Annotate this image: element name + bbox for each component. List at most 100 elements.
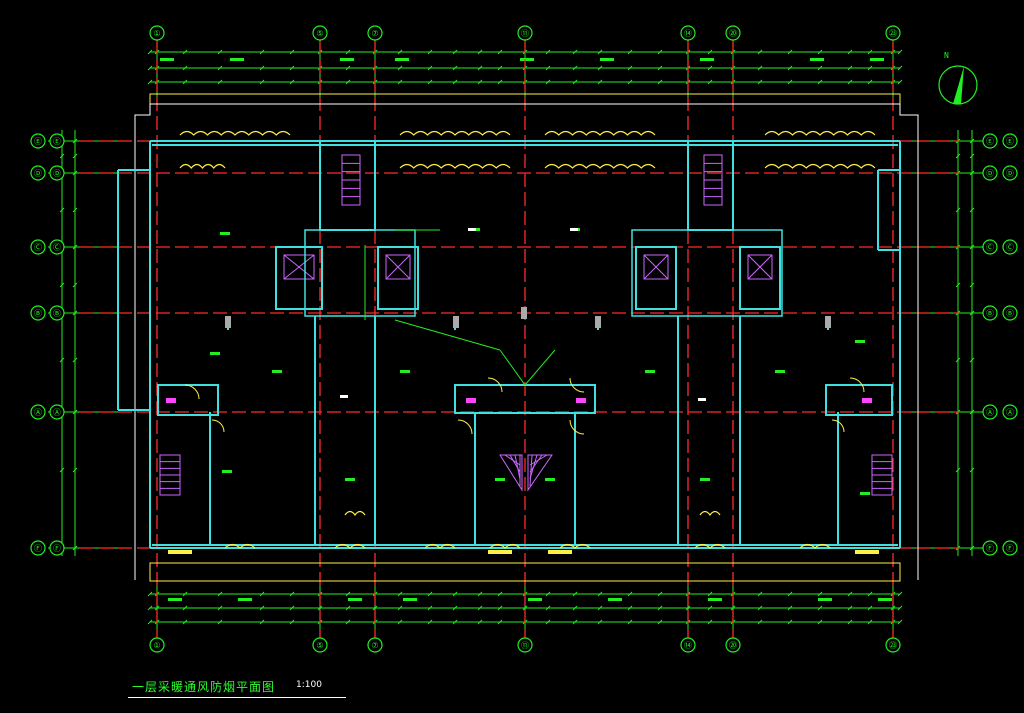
dimension-tick — [217, 49, 223, 55]
dimension-tick — [427, 591, 433, 597]
stair-core — [319, 140, 376, 231]
dimension-text-mark — [168, 598, 182, 601]
dimension-tick — [787, 605, 793, 611]
dimension-tick — [217, 591, 223, 597]
dimension-tick — [289, 591, 295, 597]
axis-bubble — [982, 305, 998, 321]
dimension-tick — [345, 591, 351, 597]
axis-bubble — [367, 25, 383, 41]
dimension-tick — [955, 207, 961, 213]
axis-bubble-label: Ⓑ — [34, 309, 42, 318]
door-swing — [487, 377, 503, 393]
radiator-marker — [168, 550, 192, 554]
dimension-tick — [572, 79, 578, 85]
dimension-tick — [627, 619, 633, 625]
dimension-text-mark — [403, 598, 417, 601]
dimension-text-mark — [340, 58, 354, 61]
radiator-icon — [334, 543, 366, 549]
dimension-tick — [897, 619, 903, 625]
dimension-tick — [477, 79, 483, 85]
dimension-tick — [627, 65, 633, 71]
elevator-cross — [283, 254, 315, 280]
axis-bubble-label: Ⓒ — [53, 243, 61, 252]
dimension-tick — [597, 605, 603, 611]
stair-tread — [514, 454, 521, 480]
dimension-tick — [545, 619, 551, 625]
dimension-text-mark — [708, 598, 722, 601]
room-label-mark — [210, 352, 220, 355]
axis-bubble-label: Ⓕ — [1006, 544, 1014, 553]
dimension-tick — [627, 605, 633, 611]
radiator-icon — [399, 130, 511, 136]
axis-bubble — [312, 25, 328, 41]
dimension-tick — [597, 49, 603, 55]
dimension-tick — [657, 65, 663, 71]
elevator-block — [275, 246, 323, 310]
dimension-tick — [259, 605, 265, 611]
axis-bubble-label: Ⓓ — [1006, 169, 1014, 178]
room-label-mark — [700, 478, 710, 481]
axis-bubble-label: ㉓ — [889, 641, 897, 650]
dimension-tick — [217, 79, 223, 85]
duct-run — [394, 319, 501, 351]
room-label-mark — [220, 232, 230, 235]
dimension-tick — [955, 357, 961, 363]
room-label-mark — [645, 370, 655, 373]
dimension-tick — [477, 65, 483, 71]
dimension-tick — [452, 49, 458, 55]
dimension-tick — [427, 79, 433, 85]
axis-bubble-label: ① — [153, 29, 160, 38]
column-marker — [225, 316, 231, 328]
axis-grid-lines — [80, 40, 960, 640]
dimension-tick — [817, 591, 823, 597]
dimension-tick — [657, 79, 663, 85]
axis-bubble — [1002, 239, 1018, 255]
room-label-mark — [698, 398, 706, 401]
dimension-tick — [477, 619, 483, 625]
axis-bubble-label: Ⓔ — [986, 137, 994, 146]
elevator-cross — [747, 254, 773, 280]
dimension-tick — [969, 207, 975, 213]
dimension-tick — [545, 591, 551, 597]
axis-bubble — [149, 25, 165, 41]
axis-bubble — [30, 404, 46, 420]
dimension-tick — [657, 605, 663, 611]
door-swing — [457, 419, 473, 435]
dimension-tick — [477, 49, 483, 55]
axis-bubble — [49, 165, 65, 181]
dimension-tick — [847, 591, 853, 597]
dimension-tick — [955, 467, 961, 473]
dimension-tick — [345, 79, 351, 85]
axis-bubble-label: Ⓕ — [53, 544, 61, 553]
room-label-mark — [775, 370, 785, 373]
dimension-text-mark — [818, 598, 832, 601]
dimension-tick — [397, 605, 403, 611]
dimension-tick — [427, 65, 433, 71]
elevator-block — [635, 246, 677, 310]
dimension-tick — [572, 605, 578, 611]
dimension-text-mark — [348, 598, 362, 601]
axis-bubble-label: ㉓ — [889, 29, 897, 38]
dimension-tick — [72, 357, 78, 363]
axis-bubble-label: ⑪ — [521, 641, 529, 650]
axis-bubble-label: Ⓐ — [53, 408, 61, 417]
fixtures — [159, 154, 893, 496]
axis-bubble-label: ⑳ — [729, 641, 737, 650]
dimension-tick — [345, 49, 351, 55]
dimension-tick — [955, 282, 961, 288]
axis-bubble — [1002, 165, 1018, 181]
dimension-text-mark — [528, 598, 542, 601]
axis-bubble — [1002, 540, 1018, 556]
dimension-tick — [72, 153, 78, 159]
axis-bubble-label: Ⓐ — [986, 408, 994, 417]
dimension-tick — [545, 605, 551, 611]
dimension-text-mark — [870, 58, 884, 61]
fixture-icon — [166, 398, 176, 403]
north-label: N — [944, 51, 949, 60]
dimension-tick — [545, 65, 551, 71]
dimension-tick — [897, 65, 903, 71]
elevator-car — [643, 254, 669, 280]
lobby — [304, 229, 416, 317]
dimension-tick — [452, 591, 458, 597]
room-label-mark — [570, 228, 578, 231]
